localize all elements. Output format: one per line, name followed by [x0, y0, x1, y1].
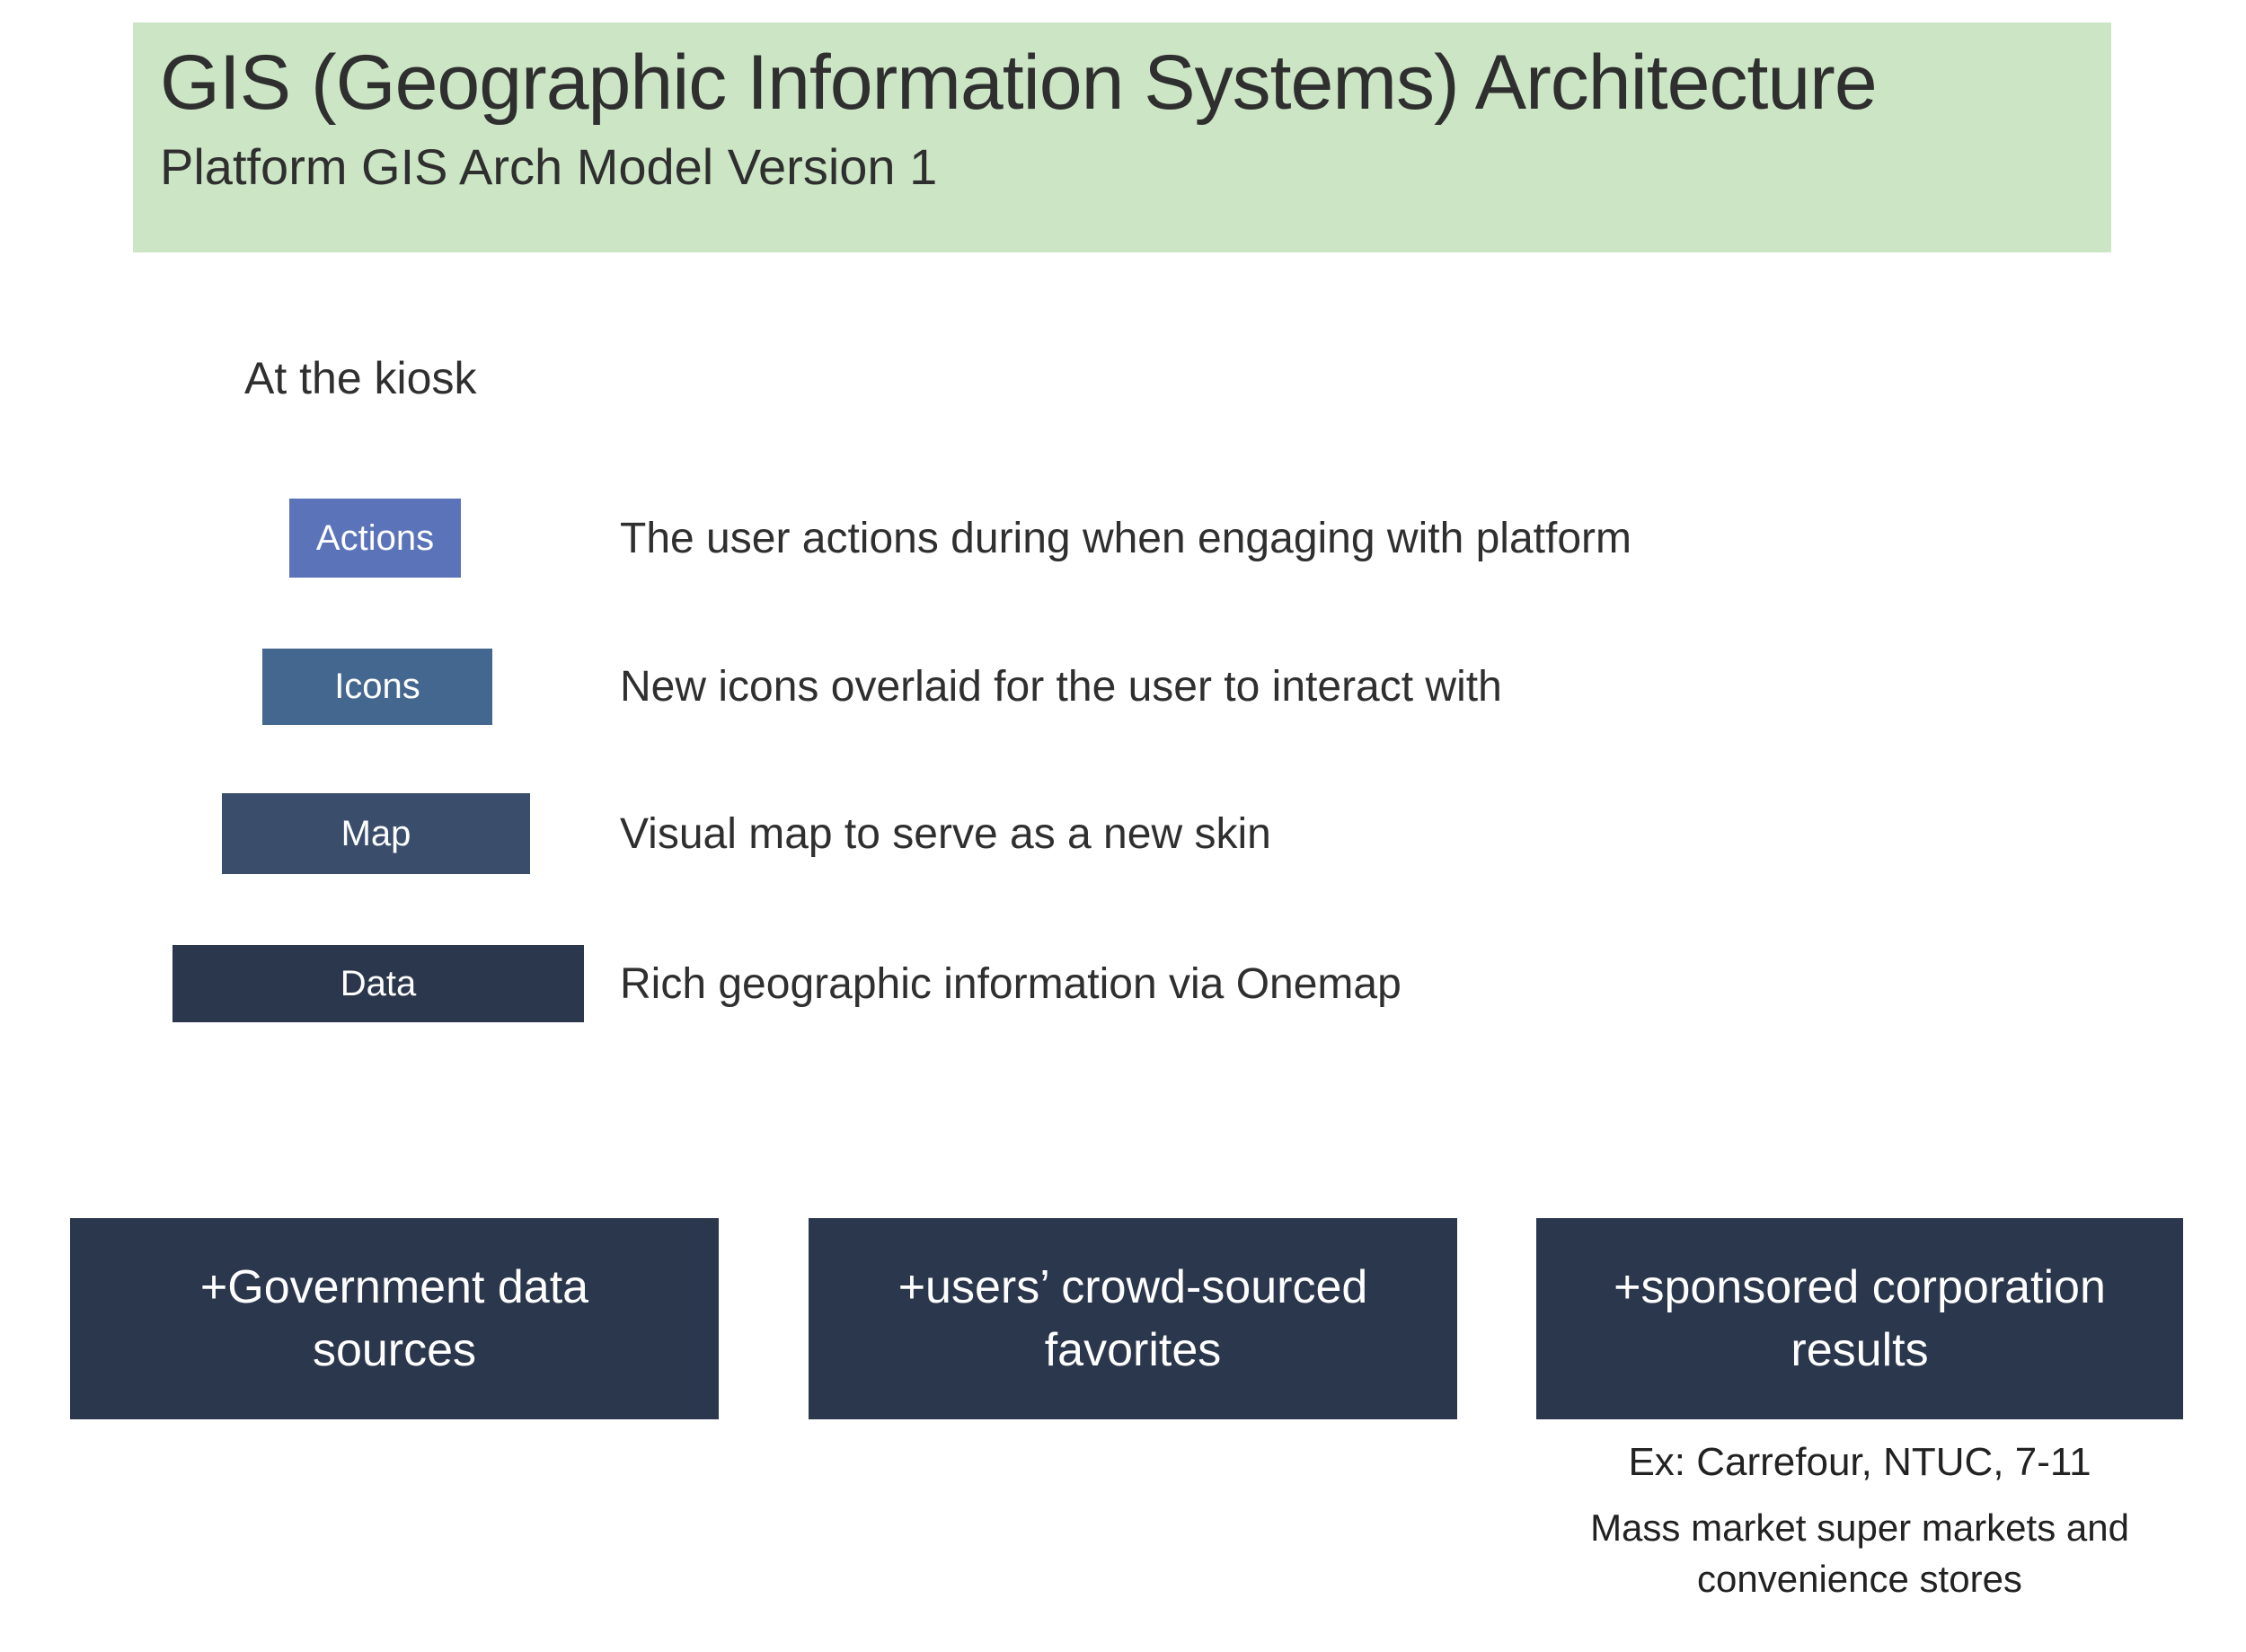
source-box-sponsored: +sponsored corporation results: [1536, 1218, 2183, 1419]
layer-description-map: Visual map to serve as a new skin: [620, 809, 1271, 858]
layer-description-data: Rich geographic information via Onemap: [620, 959, 1402, 1008]
layer-label: Icons: [334, 667, 420, 706]
layer-box-data: Data: [172, 945, 584, 1022]
layer-box-map: Map: [222, 793, 530, 874]
layer-description-actions: The user actions during when engaging wi…: [620, 514, 1631, 562]
page-title: GIS (Geographic Information Systems) Arc…: [160, 40, 1878, 126]
layer-description-icons: New icons overlaid for the user to inter…: [620, 663, 1502, 711]
source-box-government: +Government data sources: [70, 1218, 719, 1419]
sponsored-notes: Ex: Carrefour, NTUC, 7-11 Mass market su…: [1518, 1437, 2201, 1604]
source-box-label: +sponsored corporation results: [1614, 1260, 2106, 1376]
source-box-label: +Government data sources: [199, 1260, 589, 1376]
sponsored-example-text: Ex: Carrefour, NTUC, 7-11: [1628, 1440, 2091, 1484]
page-subtitle: Platform GIS Arch Model Version 1: [160, 137, 938, 195]
section-label: At the kiosk: [244, 353, 477, 403]
sponsored-market-text: Mass market super markets and convenienc…: [1590, 1506, 2129, 1600]
layer-box-icons: Icons: [262, 649, 492, 725]
layer-label: Map: [340, 813, 411, 853]
source-box-label: +users’ crowd-sourced favorites: [898, 1260, 1368, 1376]
layer-box-actions: Actions: [289, 499, 461, 578]
header-banner: GIS (Geographic Information Systems) Arc…: [133, 22, 2111, 252]
layer-label: Actions: [315, 517, 435, 558]
source-box-crowdsourced: +users’ crowd-sourced favorites: [809, 1218, 1457, 1419]
layer-label: Data: [340, 963, 417, 1003]
